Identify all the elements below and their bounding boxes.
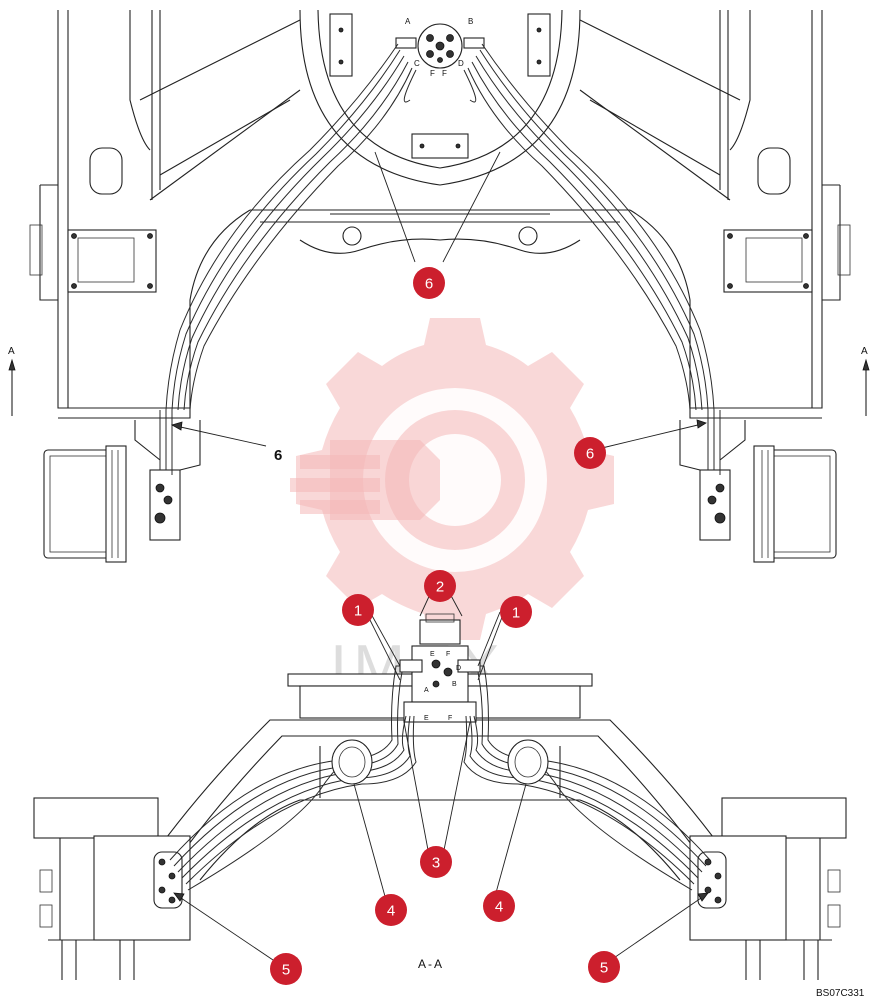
bport-a: A (424, 687, 429, 694)
callout-4-right-label: 4 (495, 899, 503, 916)
callout-6-top: 6 (413, 267, 445, 299)
callout-4-left-label: 4 (387, 903, 395, 920)
callout-6-top-label: 6 (425, 276, 433, 293)
section-arrow-left-label: A (8, 346, 15, 357)
bottom-port-labels: E F D A B E F (424, 651, 461, 722)
top-swivel-joint: A B C F F D (395, 17, 485, 78)
watermark-gear-logo: IMEX (290, 318, 614, 702)
section-arrow-right-label: A (861, 346, 868, 357)
callout-6-right-label: 6 (586, 446, 594, 463)
callout-5-right: 5 (588, 951, 620, 983)
port-label-b: B (468, 17, 473, 26)
figure-code: BS07C331 (816, 988, 865, 999)
callout-4-left: 4 (375, 894, 407, 926)
top-hose-bundle-left (165, 43, 417, 411)
callout-4-right: 4 (483, 890, 515, 922)
bport-e: E (430, 651, 435, 658)
top-right-drum (699, 410, 837, 563)
port-label-a: A (405, 17, 411, 26)
callout-3-label: 3 (432, 855, 440, 872)
swivel-port-labels: A B C F F D (405, 17, 473, 78)
callout-5-right-label: 5 (600, 960, 608, 977)
callout-5-left: 5 (270, 953, 302, 985)
section-title: A-A (418, 957, 444, 971)
hose-clamp-left (331, 739, 373, 785)
callout-6-right: 6 (574, 437, 606, 469)
section-arrow-right: A (861, 346, 870, 416)
top-center-turntable (250, 9, 630, 254)
leader-lines (170, 151, 709, 963)
callout-5-left-label: 5 (282, 962, 290, 979)
port-label-f2: F (442, 69, 447, 78)
section-arrow-left: A (8, 346, 16, 416)
callout-1-left: 1 (342, 594, 374, 626)
bport-f: F (446, 651, 450, 658)
bport-f2: F (448, 715, 452, 722)
bottom-right-side-frame (689, 797, 847, 980)
port-label-c: C (414, 59, 420, 68)
bottom-swivel-joint: E F D A B E F (399, 613, 481, 723)
bottom-left-side-frame (33, 797, 191, 980)
callout-1-right: 1 (500, 596, 532, 628)
top-left-frame-rail (29, 10, 301, 471)
callout-2: 2 (424, 570, 456, 602)
callout-3: 3 (420, 846, 452, 878)
bport-d: D (456, 665, 461, 672)
port-label-d: D (458, 59, 464, 68)
callout-6-plain-label: 6 (274, 447, 282, 464)
top-right-frame-rail (579, 10, 851, 471)
callout-1-left-label: 1 (354, 603, 362, 620)
top-hose-bundle-right (463, 43, 715, 411)
hose-clamp-right (507, 739, 549, 785)
bport-b: B (452, 681, 457, 688)
bport-e2: E (424, 715, 429, 722)
callout-2-label: 2 (436, 579, 444, 596)
callout-1-right-label: 1 (512, 605, 520, 622)
port-label-f1: F (430, 69, 435, 78)
top-left-drum (43, 410, 181, 563)
